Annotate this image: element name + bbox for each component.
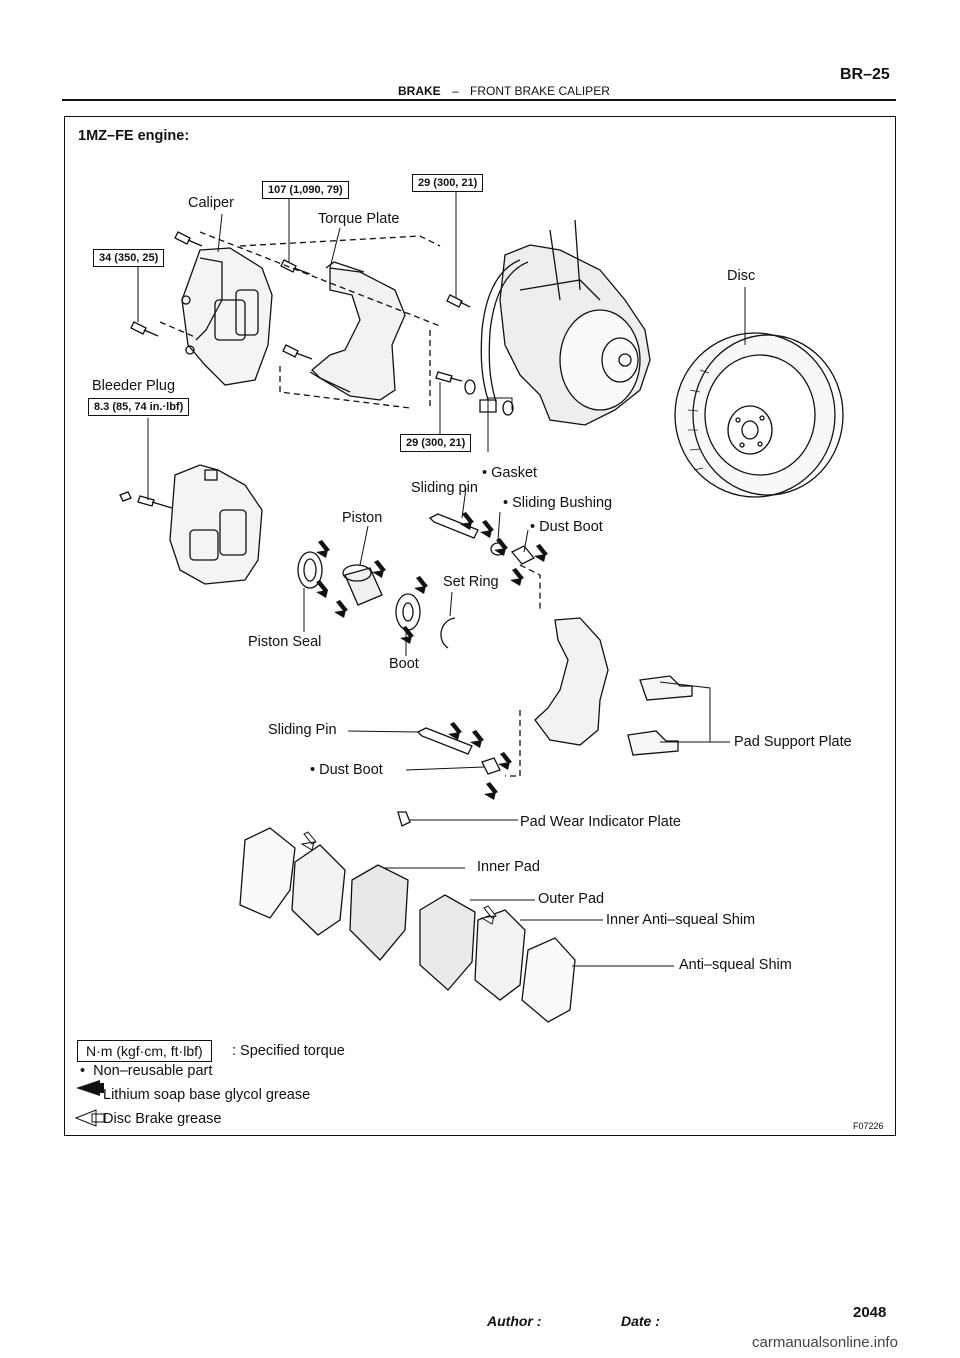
label-boot: Boot (389, 656, 419, 672)
piston-parts-drawing (297, 551, 456, 649)
torque-plate-bolts-drawing (280, 259, 313, 360)
pad-support-plates-drawing (627, 675, 693, 756)
footer-date: Date : (621, 1313, 660, 1329)
label-bleeder-plug: Bleeder Plug (92, 378, 176, 394)
bullet: • (530, 519, 536, 535)
lithium-grease-icon (76, 1080, 104, 1096)
brake-hose-drawing (479, 259, 529, 413)
watermark: carmanualsonline.info (752, 1334, 898, 1351)
gasket-text: Gasket (491, 465, 538, 481)
torque-spec-caliper: 34 (350, 25) (93, 249, 165, 267)
label-caliper: Caliper (188, 195, 234, 211)
lower-sliding-pin-drawing (416, 727, 501, 775)
header-section: BRAKE – FRONT BRAKE CALIPER (398, 84, 610, 98)
disc-grease-icon (74, 1109, 105, 1127)
label-inner-pad: Inner Pad (477, 859, 540, 875)
dust-boot-lower-text: Dust Boot (319, 762, 383, 778)
label-disc: Disc (727, 268, 756, 284)
torque-plate-drawing (309, 261, 406, 401)
leader-lines (137, 192, 746, 967)
label-torque-plate: Torque Plate (318, 211, 400, 227)
engine-heading: 1MZ–FE engine: (78, 128, 190, 144)
caliper-drawing (181, 247, 273, 386)
bullet: • (310, 762, 316, 778)
disc-drawing (674, 332, 844, 498)
sliding-bushing-text: Sliding Bushing (512, 495, 613, 511)
section-title: BRAKE (398, 84, 441, 98)
hub-knuckle-drawing (499, 219, 651, 426)
subsection-title: FRONT BRAKE CALIPER (470, 84, 610, 98)
page-code: BR–25 (840, 66, 890, 83)
header-dash: – (452, 84, 459, 98)
label-set-ring: Set Ring (443, 574, 499, 590)
legend-non-reusable: • Non–reusable part (80, 1063, 212, 1079)
footer-page-number: 2048 (853, 1304, 887, 1321)
label-dust-boot-lower: • Dust Boot (310, 762, 383, 778)
torque-spec-hose-bracket: 29 (300, 21) (412, 174, 484, 192)
disc-grease-arrows (300, 831, 497, 925)
dust-boot-upper-text: Dust Boot (539, 519, 603, 535)
label-dust-boot-upper: • Dust Boot (530, 519, 603, 535)
label-piston: Piston (342, 510, 383, 526)
label-piston-seal: Piston Seal (248, 634, 322, 650)
diagram-frame (64, 116, 896, 1136)
label-outer-pad: Outer Pad (538, 891, 605, 907)
label-pad-wear-indicator: Pad Wear Indicator Plate (520, 814, 681, 830)
header-rule (62, 99, 896, 101)
label-sliding-pin-lower: Sliding Pin (268, 722, 337, 738)
label-gasket: • Gasket (482, 465, 537, 481)
upper-sliding-pin-drawing (428, 513, 536, 565)
torque-spec-union-bolt: 29 (300, 21) (400, 434, 472, 452)
pad-wear-indicator-drawing (397, 811, 411, 827)
legend-torque-unit-box: N·m (kgf·cm, ft·lbf) (77, 1040, 212, 1062)
bullet: • (80, 1063, 86, 1079)
label-sliding-bushing: • Sliding Bushing (503, 495, 612, 511)
legend-torque-text: : Specified torque (232, 1043, 345, 1059)
caliper-bolts-drawing (130, 231, 203, 337)
torque-spec-bleeder-plug: 8.3 (85, 74 in.·lbf) (88, 398, 190, 416)
legend-disc-grease: Disc Brake grease (103, 1111, 222, 1127)
lower-caliper-drawing (119, 464, 263, 585)
bullet: • (503, 495, 509, 511)
footer-author: Author : (487, 1313, 542, 1329)
hose-bolts-drawing (435, 294, 514, 416)
label-sliding-pin-upper: Sliding pin (411, 480, 478, 496)
figure-code: F07226 (853, 1121, 884, 1131)
label-pad-support-plate: Pad Support Plate (734, 734, 852, 750)
alignment-lines (159, 231, 541, 777)
grease-arrows (316, 512, 548, 800)
non-reusable-text: Non–reusable part (93, 1063, 213, 1079)
pads-shims-drawing (239, 827, 576, 1023)
bullet: • (482, 465, 488, 481)
lower-torque-plate-drawing (534, 617, 609, 746)
label-anti-squeal-shim: Anti–squeal Shim (679, 957, 792, 973)
legend-icons (74, 1080, 105, 1127)
legend-lithium-grease: Lithium soap base glycol grease (103, 1087, 311, 1103)
torque-spec-torque-plate: 107 (1,090, 79) (262, 181, 349, 199)
label-inner-anti-squeal-shim: Inner Anti–squeal Shim (606, 912, 756, 928)
